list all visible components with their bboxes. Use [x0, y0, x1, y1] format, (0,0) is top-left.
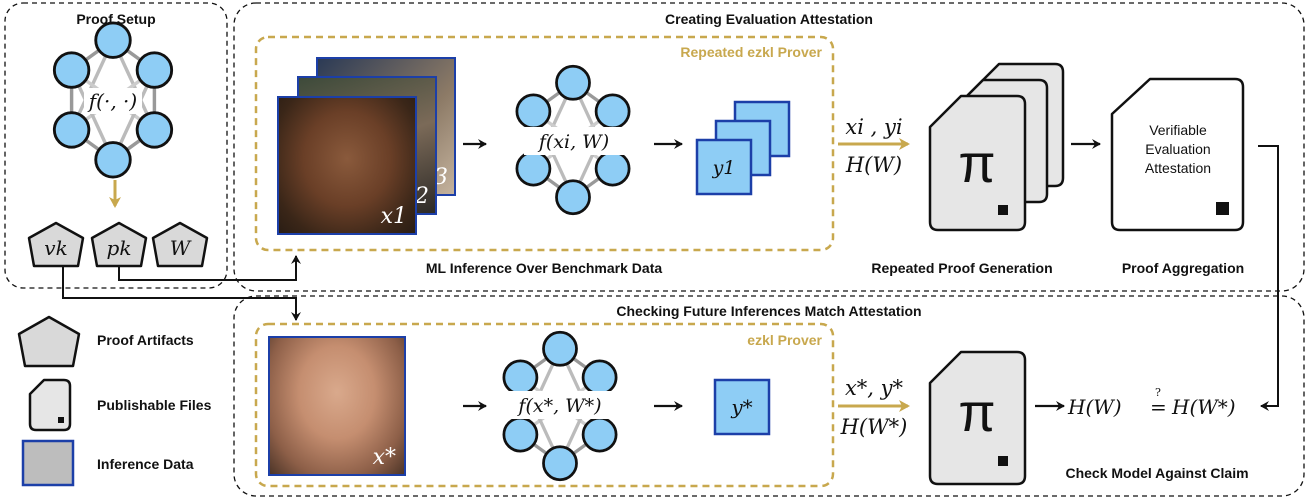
- attestation-mark: [1216, 202, 1229, 215]
- output-y1-label: y1: [712, 157, 736, 179]
- checking-title: Checking Future Inferences Match Attesta…: [616, 303, 921, 319]
- attestation-text-line-2: Evaluation: [1145, 141, 1210, 157]
- equation-eq: =: [1150, 395, 1167, 419]
- proof-file-mark: [998, 205, 1008, 215]
- proofgen-caption: Repeated Proof Generation: [871, 260, 1052, 276]
- pentagon-icon: [17, 315, 81, 368]
- check-proof-mark: [998, 456, 1008, 466]
- legend: Proof Artifacts Publishable Files Infere…: [17, 315, 212, 487]
- equation-right: H(W*): [1171, 395, 1236, 419]
- output-ystar-label: y*: [730, 395, 752, 419]
- prover-top-function-label: f(xi, W): [537, 131, 609, 153]
- artifact-vk: vk: [27, 221, 85, 268]
- setup-title: Proof Setup: [76, 11, 155, 27]
- artifact-vk-label: vk: [44, 236, 67, 260]
- proof-pi-symbol: π: [958, 134, 995, 194]
- attestation-frame: [233, 2, 1305, 292]
- legend-label-data: Inference Data: [97, 456, 194, 472]
- check-input-label-2: H(W*): [840, 415, 908, 439]
- prover-bottom-function-label: f(x*, W*): [516, 395, 601, 417]
- benchmark-image-1-label: x1: [380, 204, 407, 229]
- prover-top-frame: [254, 35, 835, 252]
- prover-bottom-title: ezkl Prover: [747, 332, 822, 348]
- prover-top-title: Repeated ezkl Prover: [680, 44, 822, 60]
- vk-to-check-arrow: [62, 266, 301, 321]
- setup-function-label: f(·, ·): [87, 89, 137, 113]
- proofgen-input-label-2: H(W): [845, 153, 902, 177]
- artifact-pk-label: pk: [107, 236, 132, 260]
- attestation-title: Creating Evaluation Attestation: [665, 11, 873, 27]
- proofgen-input-label-1: xi , yi: [845, 115, 902, 139]
- artifact-pk: pk: [90, 221, 148, 268]
- aggregation-caption: Proof Aggregation: [1122, 260, 1244, 276]
- inference-image-label: x*: [372, 445, 396, 470]
- setup-frame: [4, 2, 228, 289]
- square-icon: [21, 439, 75, 487]
- equation-q: ?: [1155, 386, 1161, 399]
- proof-file-front: [928, 94, 1027, 232]
- benchmark-image-1: x1: [277, 96, 417, 235]
- legend-label-artifacts: Proof Artifacts: [97, 332, 194, 348]
- pk-to-prover-arrow: [118, 255, 301, 281]
- attestation-text-line-1: Verifiable: [1149, 122, 1207, 138]
- output-ystar-card: [713, 378, 771, 436]
- check-pi-symbol: π: [958, 383, 995, 443]
- check-input-label-1: x*, y*: [845, 376, 904, 400]
- inference-image: x*: [268, 336, 406, 476]
- check-proof-file: [928, 350, 1027, 486]
- prover-bottom-frame: [254, 322, 835, 488]
- checking-frame: [233, 295, 1305, 497]
- legend-label-files: Publishable Files: [97, 397, 212, 413]
- attestation-text-line-3: Attestation: [1145, 160, 1211, 176]
- artifact-w-label: W: [170, 236, 192, 260]
- equation-left: H(W): [1067, 395, 1122, 419]
- artifact-w: W: [151, 221, 209, 268]
- attestation-document: [1110, 77, 1245, 232]
- check-caption: Check Model Against Claim: [1065, 465, 1248, 481]
- attestation-to-check-arrow: [1258, 145, 1279, 411]
- output-card-front: [695, 138, 753, 196]
- prover-top-caption: ML Inference Over Benchmark Data: [426, 260, 662, 276]
